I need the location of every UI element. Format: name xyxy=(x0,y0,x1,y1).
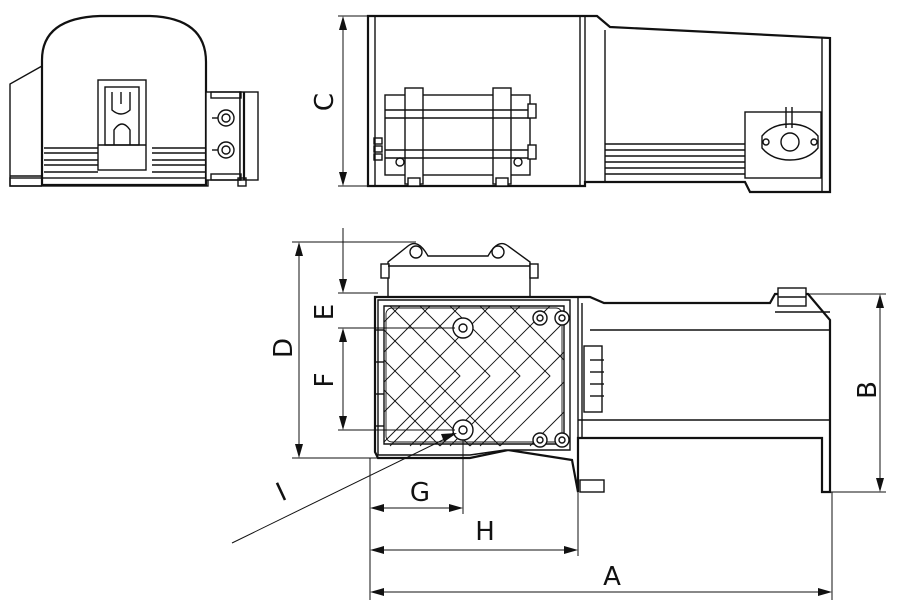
label-a: A xyxy=(603,562,621,592)
label-c: C xyxy=(310,93,340,111)
top-connector xyxy=(583,345,604,413)
label-h: H xyxy=(475,517,495,547)
side-clamp xyxy=(384,87,537,187)
side-grooves xyxy=(605,143,745,175)
side-gland xyxy=(744,107,822,179)
mounting-plate xyxy=(376,299,571,456)
top-view xyxy=(373,242,832,494)
dimensions xyxy=(231,15,886,600)
dimension-labels: C D E F B G H A I xyxy=(269,93,883,592)
front-bracket xyxy=(205,91,259,187)
label-i: I xyxy=(272,478,292,508)
label-d: D xyxy=(269,338,299,358)
label-g: G xyxy=(410,478,430,508)
front-grooves xyxy=(44,147,206,173)
top-bracket xyxy=(380,242,539,298)
label-e: E xyxy=(310,304,340,320)
front-latch xyxy=(97,79,147,171)
label-b: B xyxy=(853,381,883,399)
label-f: F xyxy=(310,373,340,388)
front-view xyxy=(9,14,259,187)
side-view xyxy=(366,14,832,194)
